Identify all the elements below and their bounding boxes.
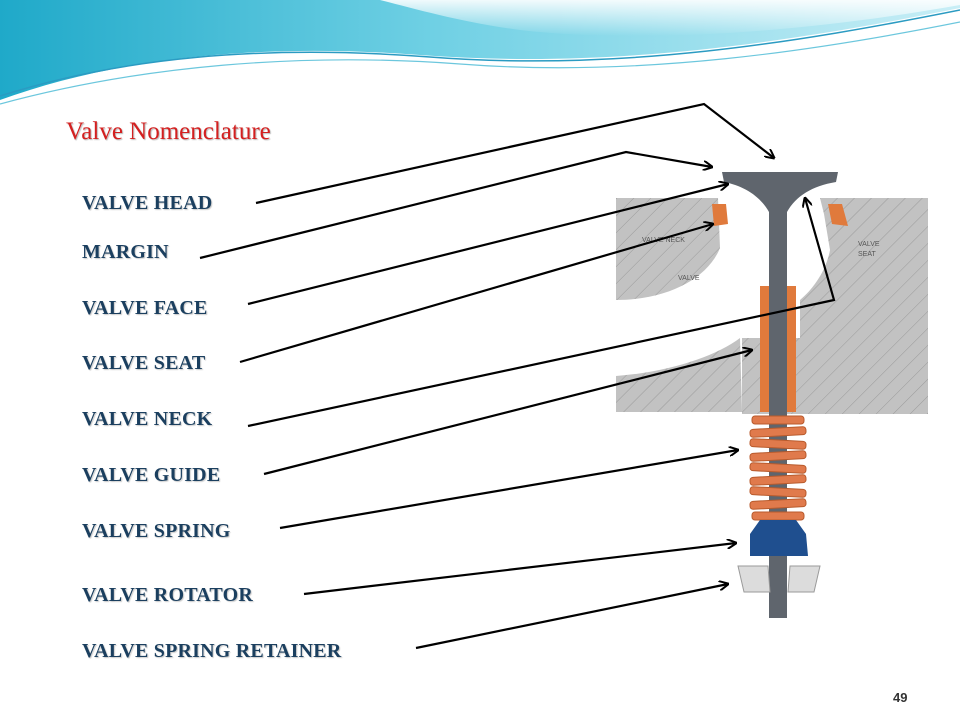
page-number: 49 bbox=[893, 690, 908, 705]
arrow-margin bbox=[199, 150, 712, 260]
label-valve-seat: VALVE SEAT bbox=[82, 352, 206, 374]
valve-head-shape bbox=[722, 172, 838, 212]
valve-seat-right bbox=[828, 204, 848, 226]
label-margin: MARGIN bbox=[82, 241, 169, 263]
arrow-valve-seat bbox=[239, 224, 713, 364]
label-valve-guide: VALVE GUIDE bbox=[82, 464, 221, 486]
valve-stem bbox=[769, 190, 787, 618]
diagram-text-neck: VALVE NECK bbox=[642, 237, 685, 244]
label-valve-spring-retainer: VALVE SPRING RETAINER bbox=[82, 640, 342, 662]
valve-seat-left bbox=[712, 204, 728, 226]
valve-rotator bbox=[750, 520, 808, 556]
leader-arrows bbox=[199, 102, 836, 650]
arrow-valve-face bbox=[247, 184, 728, 306]
cylinder-head-left bbox=[616, 198, 742, 412]
header-wave bbox=[0, 0, 960, 105]
arrow-valve-head bbox=[255, 102, 774, 205]
valve-spring bbox=[749, 415, 807, 521]
diagram-text-valve: VALVE bbox=[678, 275, 700, 282]
diagram-text-seat-2: SEAT bbox=[858, 251, 876, 258]
diagram-text-seat-1: VALVE bbox=[858, 241, 880, 248]
arrow-valve-guide bbox=[263, 350, 752, 476]
label-valve-head: VALVE HEAD bbox=[82, 192, 213, 214]
valve-spring-retainer bbox=[737, 565, 821, 593]
arrow-valve-neck bbox=[247, 198, 836, 428]
arrow-valve-spring-retainer bbox=[415, 584, 728, 650]
label-valve-neck: VALVE NECK bbox=[82, 408, 213, 430]
slide-title: Valve Nomenclature bbox=[66, 118, 271, 145]
label-valve-spring: VALVE SPRING bbox=[82, 520, 231, 542]
arrow-valve-spring bbox=[279, 450, 738, 530]
label-valve-face: VALVE FACE bbox=[82, 297, 208, 319]
arrow-valve-rotator bbox=[303, 543, 736, 596]
label-valve-rotator: VALVE ROTATOR bbox=[82, 584, 253, 606]
